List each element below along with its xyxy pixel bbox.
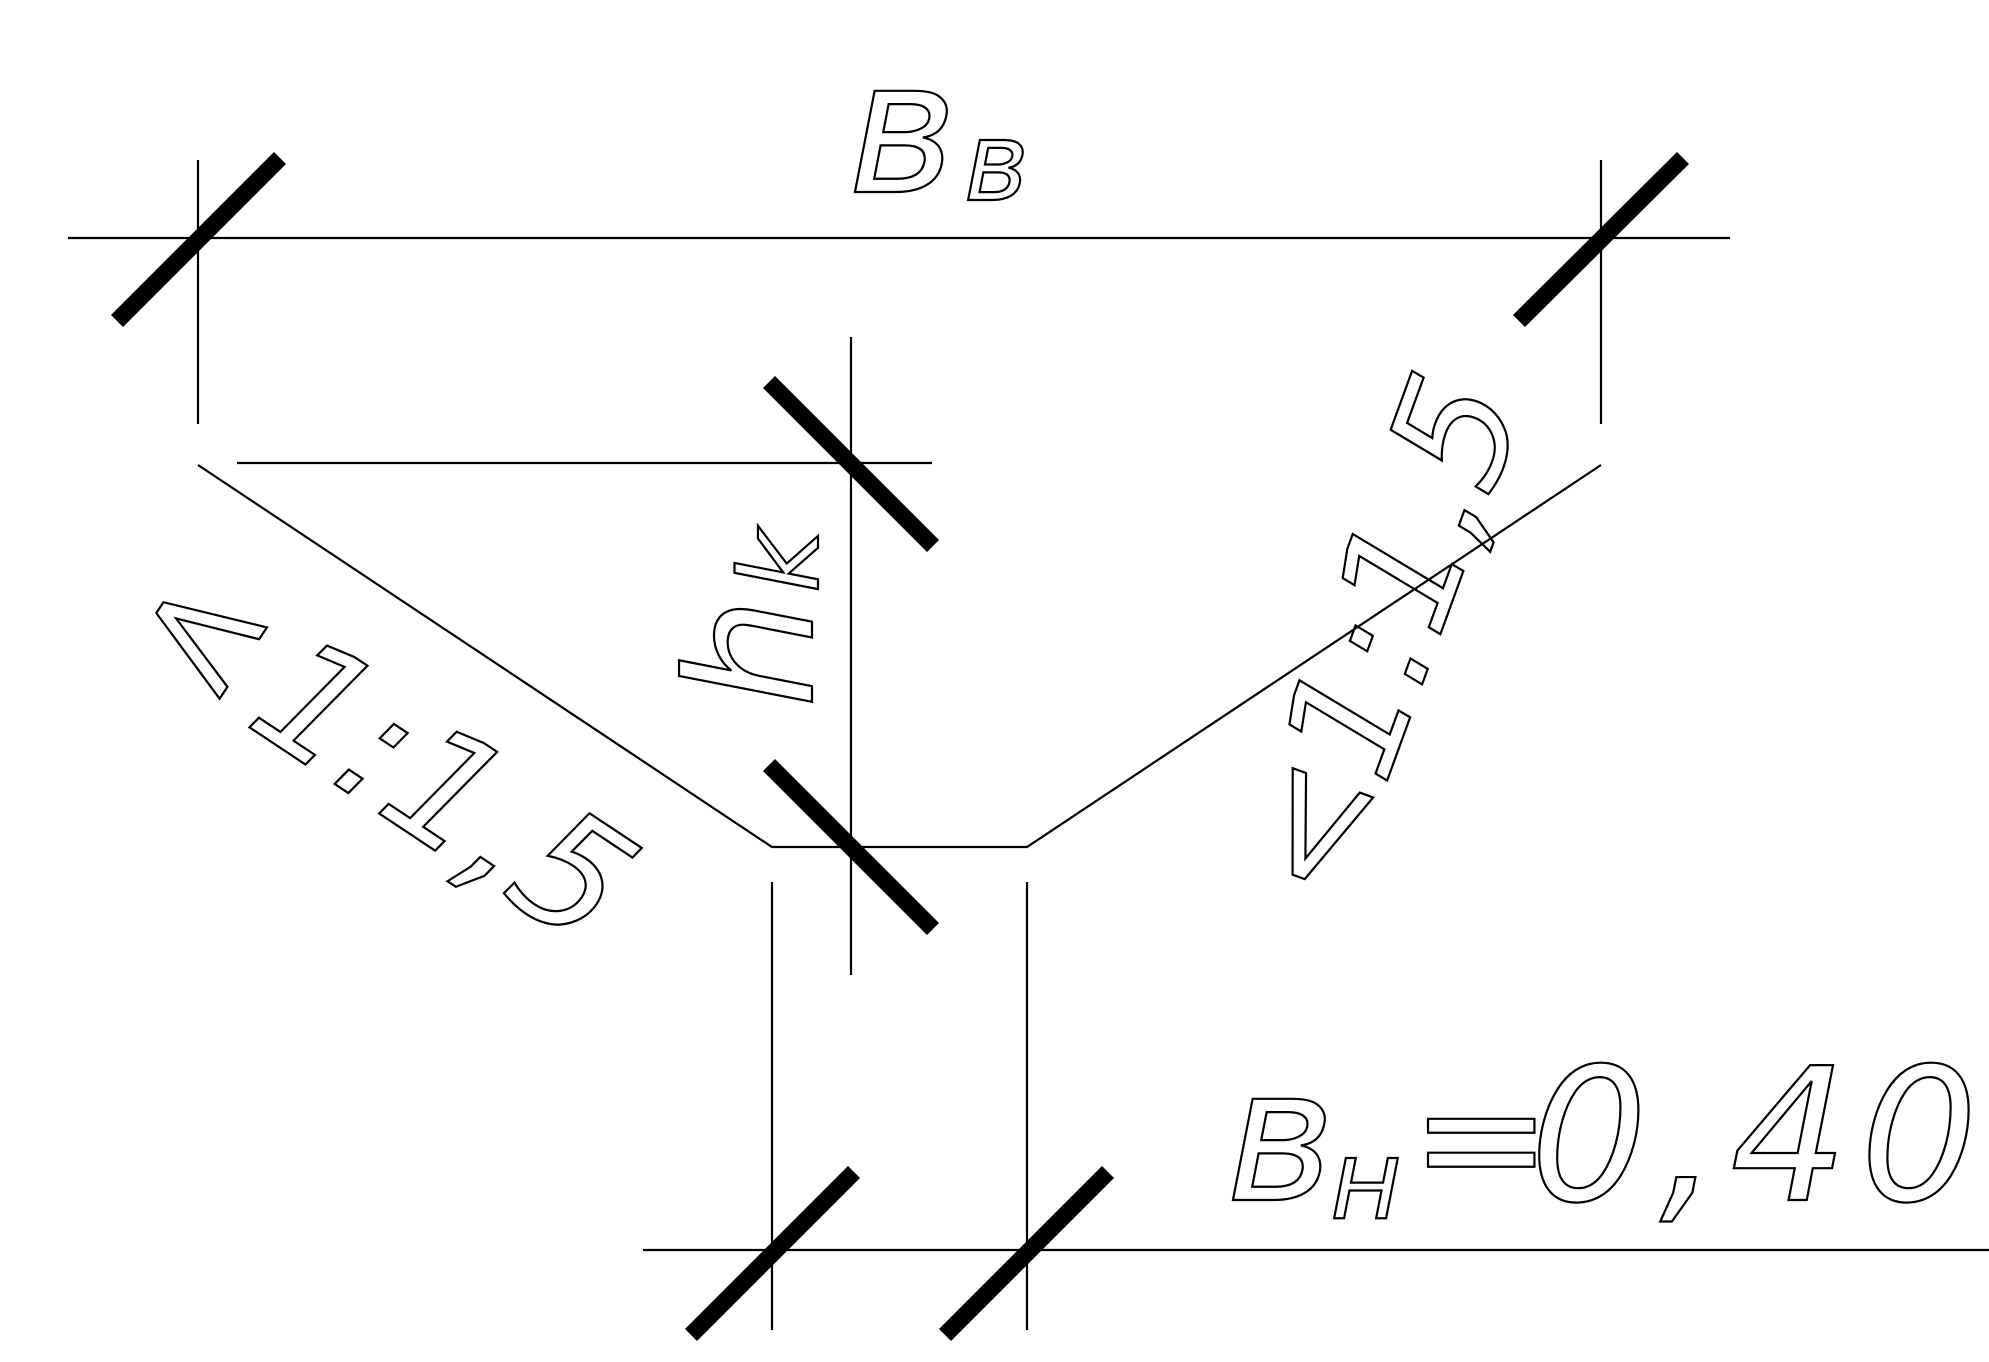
- top-width-label: в в: [847, 19, 1030, 237]
- depth-tick-bottom: [762, 758, 940, 936]
- bottom-width-tick-right: [938, 1165, 1115, 1342]
- bottom-width-label: в н = 0,40: [1225, 1027, 1989, 1245]
- slope-right-label: < 1:1,5: [1199, 350, 1562, 924]
- top-width-label-sub: в: [964, 98, 1029, 226]
- depth-label-main: h: [651, 597, 854, 708]
- bottom-width-tick-left: [684, 1165, 861, 1342]
- bottom-width-label-equals: =: [1410, 1039, 1552, 1237]
- slope-left-label: < 1:1,5: [96, 515, 668, 983]
- slope-left-value: 1:1,5: [222, 599, 667, 982]
- top-width-label-main: в: [848, 20, 957, 236]
- bottom-width-label-sub: н: [1330, 1116, 1402, 1244]
- canal-profile: [197, 464, 1602, 849]
- top-width-dimension: [68, 151, 1730, 424]
- top-width-tick-left: [110, 151, 287, 328]
- bottom-width-dimension: [643, 882, 1989, 1342]
- bottom-width-label-value: 0,40: [1530, 1028, 1989, 1244]
- bottom-width-label-main: в: [1226, 1028, 1335, 1244]
- depth-tick-top: [762, 375, 940, 553]
- depth-label-sub: k: [716, 525, 844, 593]
- top-width-tick-right: [1513, 151, 1689, 328]
- depth-dimension: [237, 337, 940, 975]
- slope-right-value: 1:1,5: [1244, 351, 1560, 800]
- canal-profile-outline: [197, 464, 1602, 849]
- depth-label: h k: [650, 524, 855, 709]
